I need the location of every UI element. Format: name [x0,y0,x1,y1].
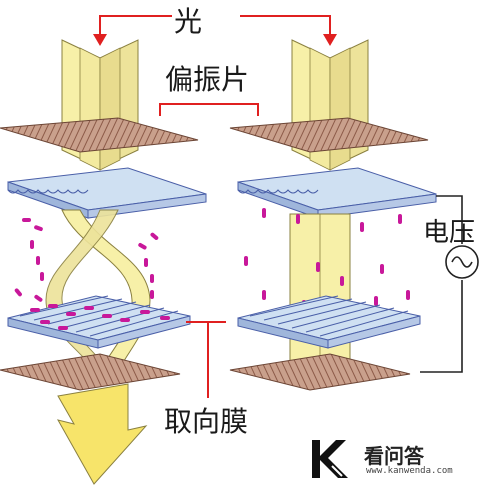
light-label: 光 [174,5,203,38]
kanwenda-logo-icon [312,440,348,478]
left-liquid-crystal [14,218,159,302]
alignment-film-label: 取向膜 [164,405,249,438]
ac-source-icon [445,245,479,279]
watermark-url: www.kanwenda.com [366,466,453,476]
right-stack [229,39,437,391]
left-stack [0,39,207,485]
light-arrows [99,15,331,40]
right-glass-top [237,167,437,219]
voltage-circuit [420,195,463,373]
alignment-bracket [186,321,226,398]
arrow-down-icon [56,383,148,485]
left-polarizer-bottom [0,353,181,391]
polarizer-bracket [159,103,259,116]
left-polarizer-top [0,117,199,153]
right-polarizer-top [229,117,429,153]
left-alignment-plate [7,295,191,349]
watermark: 看问答 www.kanwenda.com [306,436,496,482]
right-liquid-crystal [244,208,410,310]
watermark-brand: 看问答 [364,444,424,468]
right-alignment-plate [237,295,421,349]
voltage-label: 电压 [423,218,476,248]
polarizer-label: 偏振片 [165,63,250,96]
right-polarizer-bottom [229,353,411,391]
